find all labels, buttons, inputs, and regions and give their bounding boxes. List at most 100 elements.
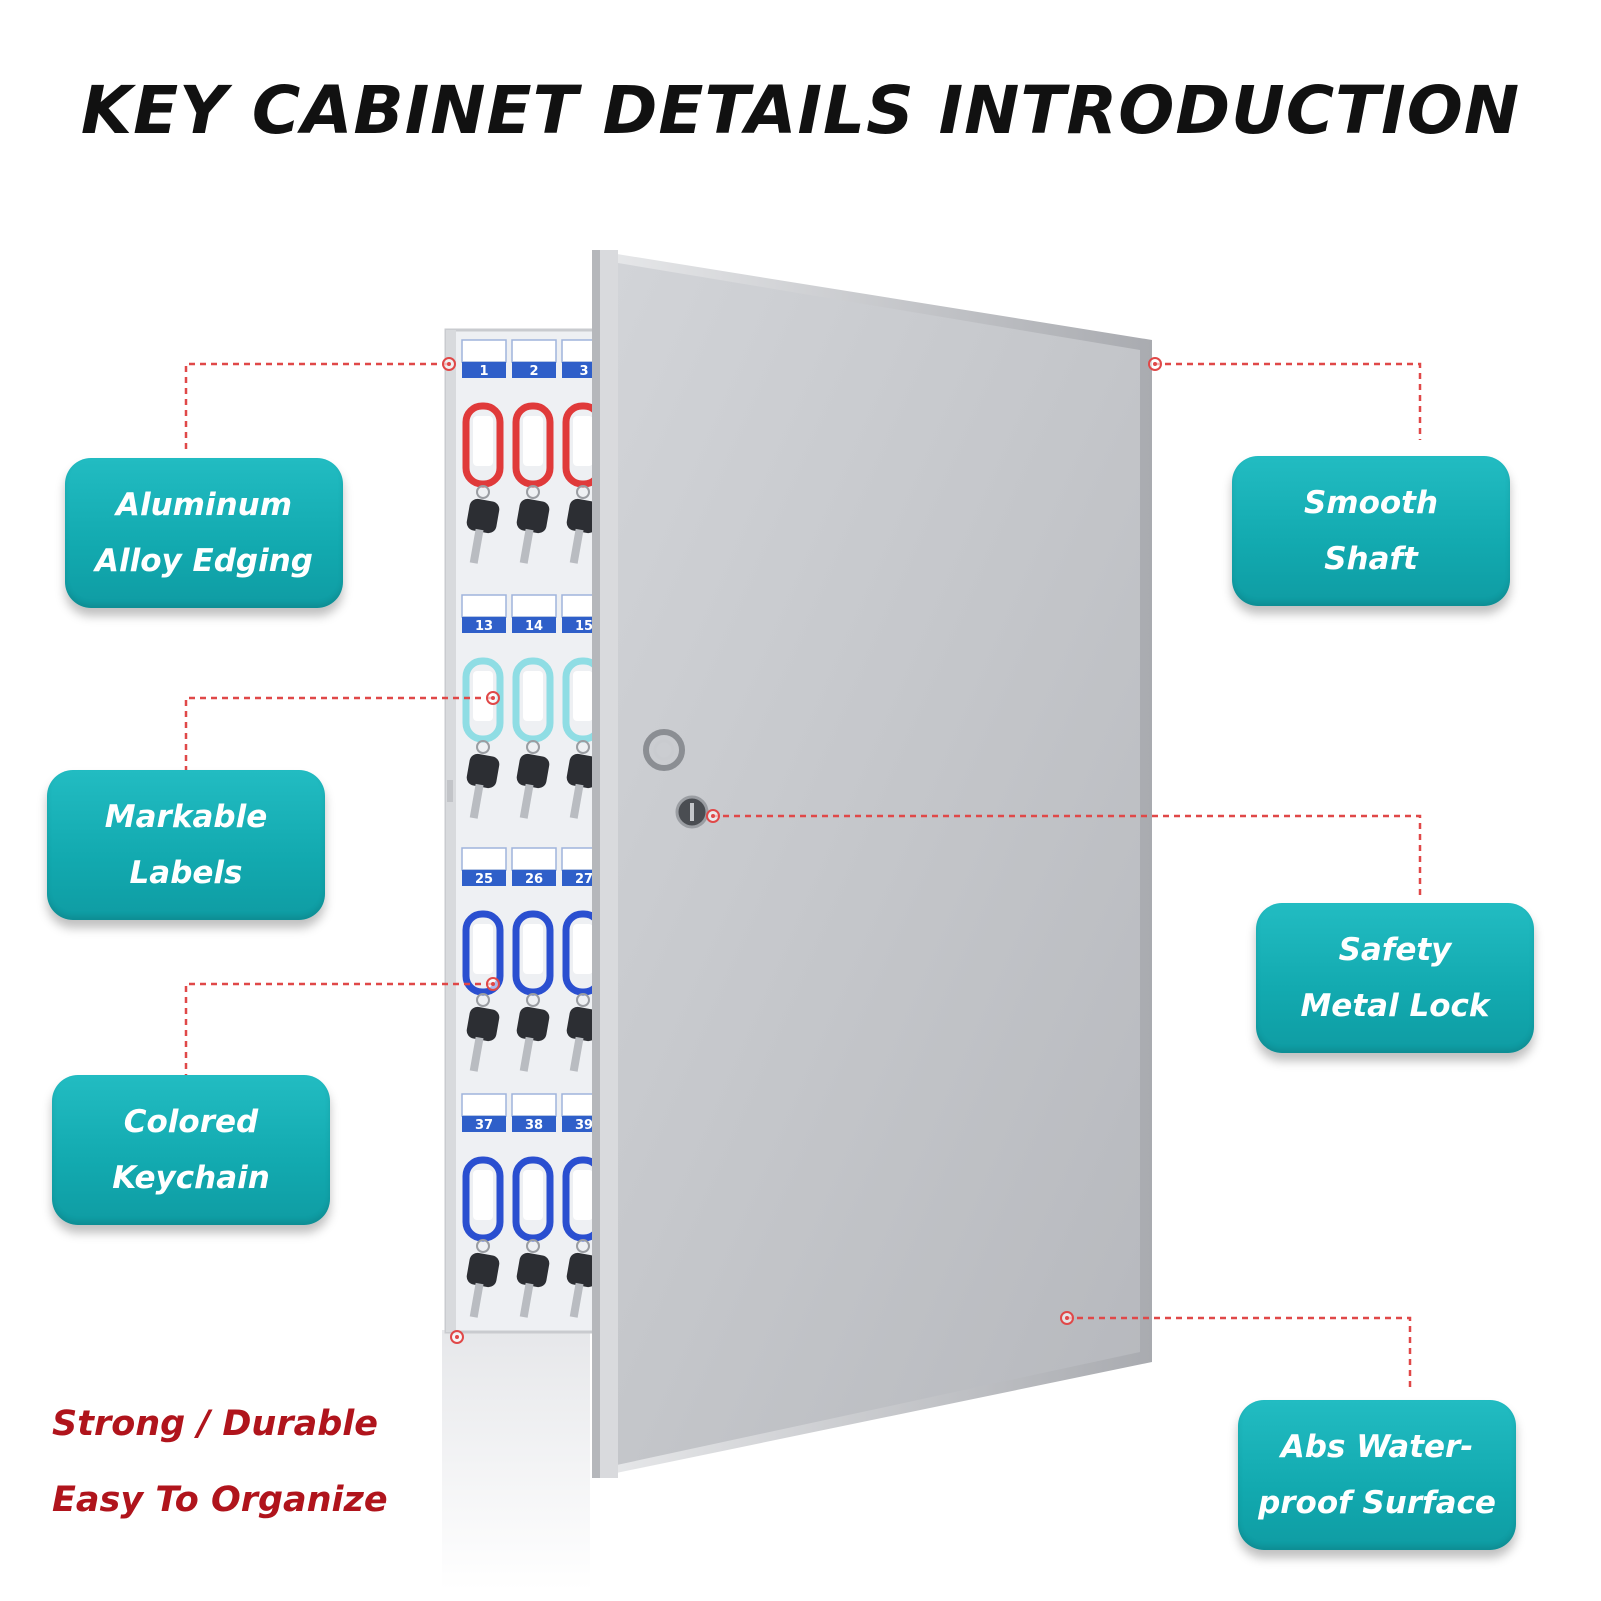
key-blade <box>519 783 534 819</box>
key-ring <box>476 740 490 754</box>
callout-aluminum-alloy-edging: Aluminum Alloy Edging <box>65 458 343 608</box>
slot-label-card <box>511 847 557 871</box>
cabinet-side-edge <box>446 330 456 1332</box>
slot-number-bar <box>512 362 556 378</box>
leader-aluminum <box>184 362 448 452</box>
slot-number-bar <box>512 1116 556 1132</box>
marker-aluminum <box>442 357 456 371</box>
key-ring <box>576 740 590 754</box>
key-ring <box>476 1239 490 1253</box>
key-head <box>466 753 500 789</box>
slot-number-bar <box>512 617 556 633</box>
tagline-easy-to-organize: Easy To Organize <box>52 1480 388 1520</box>
slot-number: 37 <box>475 1118 493 1133</box>
key-tag-window <box>473 416 493 466</box>
slot-number: 39 <box>575 1118 593 1133</box>
key-head <box>466 1252 500 1288</box>
key-tag <box>462 657 504 743</box>
slot-number: 38 <box>525 1118 543 1133</box>
slot-number: 26 <box>525 872 543 887</box>
leader-surface <box>1066 1316 1412 1392</box>
slot-number-bar <box>462 617 506 633</box>
slot-number-bar <box>462 362 506 378</box>
callout-line: proof Surface <box>1258 1485 1496 1521</box>
callout-markable-labels: Markable Labels <box>47 770 325 920</box>
key-blade <box>569 1282 584 1318</box>
callout-line: Markable <box>104 799 268 835</box>
key-ring <box>526 740 540 754</box>
key-blade <box>469 528 484 564</box>
leader-labels <box>184 696 492 770</box>
callout-line: Safety <box>1338 932 1452 968</box>
key-ring <box>526 993 540 1007</box>
key-tag <box>462 1156 504 1242</box>
key-tag-window <box>573 924 593 974</box>
callout-line: Colored <box>123 1104 259 1140</box>
slot-label-card <box>461 1093 507 1117</box>
key-ring <box>576 485 590 499</box>
door-ring-inner <box>653 739 675 761</box>
slot-label-card <box>511 1093 557 1117</box>
slot-number-bar <box>512 870 556 886</box>
key-blade <box>569 1036 584 1072</box>
door-hinge-line <box>592 250 600 1478</box>
marker-keychain <box>486 977 500 991</box>
key-ring <box>526 1239 540 1253</box>
key-blade <box>469 1036 484 1072</box>
marker-surface <box>1060 1311 1074 1325</box>
key-tag-window <box>573 416 593 466</box>
key-ring <box>576 993 590 1007</box>
marker-bottom-hinge <box>450 1330 464 1344</box>
slot-number-bar <box>462 1116 506 1132</box>
key-ring <box>576 1239 590 1253</box>
key-tag-window <box>573 671 593 721</box>
callout-safety-metal-lock: Safety Metal Lock <box>1256 903 1534 1053</box>
leader-lines <box>184 362 1422 1392</box>
slot-number: 14 <box>525 619 543 634</box>
key-head <box>516 1252 550 1288</box>
slot-number: 25 <box>475 872 493 887</box>
key-head <box>516 753 550 789</box>
callout-colored-keychain: Colored Keychain <box>52 1075 330 1225</box>
key-tag-window <box>473 671 493 721</box>
leader-lock <box>712 814 1422 895</box>
callout-abs-waterproof-surface: Abs Water- proof Surface <box>1238 1400 1516 1550</box>
slot-label-card <box>461 594 507 618</box>
key-ring <box>526 485 540 499</box>
leader-keychain <box>184 982 492 1075</box>
callout-smooth-shaft: Smooth Shaft <box>1232 456 1510 606</box>
slot-number: 1 <box>479 364 488 379</box>
marker-lock <box>706 809 720 823</box>
callout-line: Alloy Edging <box>95 543 313 579</box>
door-ring-handle <box>643 729 685 771</box>
key-head <box>566 498 600 534</box>
key-head <box>516 1006 550 1042</box>
marker-labels <box>486 691 500 705</box>
callout-line: Aluminum <box>115 487 293 523</box>
floor-reflection <box>442 1330 590 1590</box>
leader-shaft <box>1154 362 1422 440</box>
key-tag-window <box>473 924 493 974</box>
key-head <box>566 1006 600 1042</box>
key-blade <box>519 1282 534 1318</box>
tagline-strong-durable: Strong / Durable <box>52 1404 379 1444</box>
callout-line: Metal Lock <box>1300 988 1490 1024</box>
key-tag-window <box>523 924 543 974</box>
slot-label-card <box>461 339 507 363</box>
key-tag-window <box>523 671 543 721</box>
key-head <box>516 498 550 534</box>
hinge-pin <box>447 780 453 802</box>
key-blade <box>469 1282 484 1318</box>
key-head <box>466 1006 500 1042</box>
callout-line: Abs Water- <box>1280 1429 1474 1465</box>
key-tag <box>512 657 554 743</box>
key-tag <box>462 910 504 996</box>
key-tag <box>512 910 554 996</box>
slot-label-card <box>511 339 557 363</box>
key-head <box>566 753 600 789</box>
slot-label-card <box>511 594 557 618</box>
slot-number: 2 <box>529 364 538 379</box>
lock-keyhole <box>690 803 694 821</box>
key-tag-window <box>473 1170 493 1220</box>
slot-number: 3 <box>579 364 588 379</box>
